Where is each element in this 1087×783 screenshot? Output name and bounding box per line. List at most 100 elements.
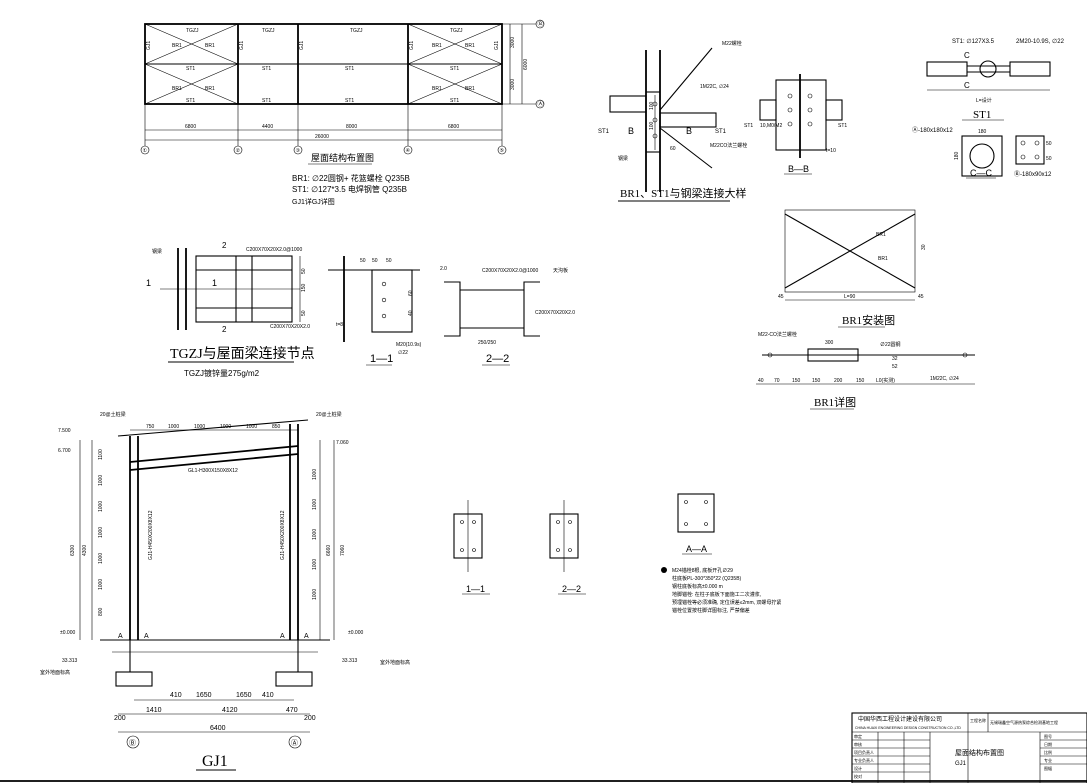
- st1-detail: ST1: ∅127X3.5 2M20-10.9S, ∅22 C C L=设计 S…: [912, 38, 1065, 179]
- frame-bottom-side-2: 470: [286, 707, 298, 714]
- br1-install-label-2: BR1: [878, 256, 888, 262]
- tgzj-dim-1: 50: [301, 268, 307, 274]
- frame-bottom-dim-3: 1650: [236, 692, 252, 699]
- br1-detail-dim-150a: 150: [792, 378, 801, 384]
- frame-note-elev-right: 33.313: [342, 658, 358, 664]
- br1-detail-dim-150b: 150: [812, 378, 821, 384]
- tgzj-subtitle: TGZJ镀锌量275g/m2: [184, 368, 260, 378]
- frame-elev-7500: 7.500: [58, 428, 71, 434]
- view2-title: 2—2: [486, 353, 509, 365]
- frame-a-mark-2: A: [144, 633, 149, 640]
- tb-row-5: 设计: [854, 765, 862, 771]
- frame-bottom-total: 6400: [210, 725, 226, 732]
- base-note-2: 柱底板PL-300*350*22 (Q235B): [672, 575, 742, 582]
- tgzj-sec-1-mid: 1: [212, 278, 217, 288]
- st1-spec2: 2M20-10.9S, ∅22: [1016, 38, 1065, 45]
- frame-a-mark-3: A: [280, 633, 285, 640]
- frame-note-beam: GL1-H300X150X8X12: [188, 468, 238, 474]
- frame-bottom-dim-4: 410: [262, 692, 274, 699]
- br1-detail-val-2: 52: [892, 364, 898, 370]
- plan-note-gj: GJ1详GJ详图: [292, 197, 335, 206]
- tgzj-title: TGZJ与屋面梁连接节点: [170, 345, 315, 362]
- frame-a-mark-4: A: [304, 633, 309, 640]
- plan-label-tgzj-1: TGZJ: [186, 28, 199, 34]
- frame-left-dim-4: 1000: [98, 527, 104, 538]
- cc-dim-4: 50: [1046, 156, 1052, 162]
- cc-dim-3: 50: [1046, 141, 1052, 147]
- frame-bottom-edge-1: 200: [114, 715, 126, 722]
- roof-plan: Ⓑ Ⓐ 3000 3000 6000 6800 4400 8000 6800 2…: [140, 19, 545, 206]
- view2-label-20: 2.0: [440, 266, 447, 272]
- conn-dim-1: 100: [649, 101, 655, 110]
- frame-elev-7060: 7.060: [336, 440, 349, 446]
- br1-install-dim-3: 45: [918, 294, 924, 300]
- view1-dim-3: 50: [386, 258, 392, 264]
- view1-dim-2: 50: [372, 258, 378, 264]
- plan-label-br1-3: BR1: [172, 86, 182, 92]
- tb-drawing: 屋面结构布置图: [955, 748, 1004, 757]
- conn-bolt-m22: M22螺栓: [722, 40, 742, 47]
- tb-company-en: CHINA HUAXI ENGINEERING DESIGN CONSTRUCT…: [855, 726, 961, 730]
- tb-row-2: 审核: [854, 741, 862, 747]
- plan-label-gj1-2: GJ1: [239, 41, 245, 50]
- frame-right-dim-2: 1000: [312, 499, 318, 510]
- frame-left-dim-2: 1000: [98, 475, 104, 486]
- plan-bay-3: 8000: [346, 124, 357, 130]
- plan-label-st1-2: ST1: [262, 66, 271, 72]
- frame-top-dim-4: 1000: [220, 424, 231, 430]
- plan-label-br1-5: BR1: [432, 43, 442, 49]
- view2-dim: 250/250: [478, 340, 496, 346]
- plan-label-br1-4: BR1: [205, 86, 215, 92]
- frame-right-dim-4: 1000: [312, 559, 318, 570]
- frame-left-dim-7: 800: [98, 607, 104, 616]
- frame-note-elev-left: 33.313: [62, 658, 78, 664]
- base-details: 1—1 2—2 A—A M24锚栓8根, 底板开孔∅29 柱底板PL-300*3…: [453, 493, 781, 614]
- br1-detail-round: ∅22圆钢: [880, 341, 901, 348]
- conn-b-left: B: [628, 126, 634, 136]
- plan-label-tgzj-4: TGZJ: [450, 28, 463, 34]
- tb-drawing2: GJ1: [955, 761, 967, 767]
- bb-label-st1-right: ST1: [838, 123, 847, 129]
- view1-tidy: t=8: [336, 322, 343, 328]
- st1-spec: ST1: ∅127X3.5: [952, 38, 995, 45]
- tb-right-2: 日期: [1044, 741, 1052, 747]
- frame-note-col-left: GJ1-H450X200X8X12: [148, 510, 154, 560]
- conn-bolt-m22co: M22CO法兰螺栓: [710, 142, 747, 149]
- frame-elev-0-left: ±0.000: [60, 630, 75, 636]
- frame-top-dim-6: 850: [272, 424, 281, 430]
- br1-detail-dim-150c: 150: [856, 378, 865, 384]
- plan-label-st1-4: ST1: [450, 66, 459, 72]
- plan-label-gj1-3: GJ1: [299, 41, 305, 50]
- frame-elev-6700: 6.700: [58, 448, 71, 454]
- plan-label-br1-1: BR1: [172, 43, 182, 49]
- title-block: 中国华西工程设计建设有限公司 CHINA HUAXI ENGINEERING D…: [851, 712, 1087, 783]
- view1-dim-1: 50: [360, 258, 366, 264]
- grid-col-2: ②: [236, 148, 241, 154]
- grid-col-5: ⑤: [500, 148, 505, 154]
- plan-right-dim-1: 3000: [510, 37, 516, 48]
- frame-left-dim-1: 1100: [98, 449, 104, 460]
- tb-right-4: 专业: [1044, 757, 1052, 763]
- frame-right-total: 6660: [326, 545, 332, 556]
- frame-bottom-dim-1: 410: [170, 692, 182, 699]
- conn-dim-2: 100: [649, 121, 655, 130]
- frame-note-1: 20@土桩梁: [100, 411, 126, 418]
- bb-label-st1-left: ST1: [744, 123, 753, 129]
- base-note-3: 钢柱底板标高±0.000 m: [672, 583, 723, 590]
- conn-dim-3: 60: [670, 146, 676, 152]
- bb-label-bolts: 10,M0/M2: [760, 123, 782, 129]
- frame-left-dim-6: 1000: [98, 579, 104, 590]
- st1-c-bottom: C: [964, 81, 970, 90]
- br1-detail-dim-70: 70: [774, 378, 780, 384]
- br1-install-title: BR1安装图: [842, 313, 895, 327]
- conn-b-right: B: [686, 126, 692, 136]
- frame-left-total: 6300: [70, 545, 76, 556]
- tgzj-dim-2: 150: [301, 283, 307, 292]
- tgzj-sec-2-top: 2: [222, 241, 227, 250]
- frame-grid-b: Ⓑ: [129, 739, 136, 747]
- plan-label-st1-5: ST1: [186, 98, 195, 104]
- conn-bolt-1m22c: 1M22C, ∅24: [700, 84, 729, 90]
- tgzj-dim-3: 50: [301, 310, 307, 316]
- tb-right-1: 图号: [1044, 733, 1052, 739]
- grid-col-4: ④: [406, 148, 411, 154]
